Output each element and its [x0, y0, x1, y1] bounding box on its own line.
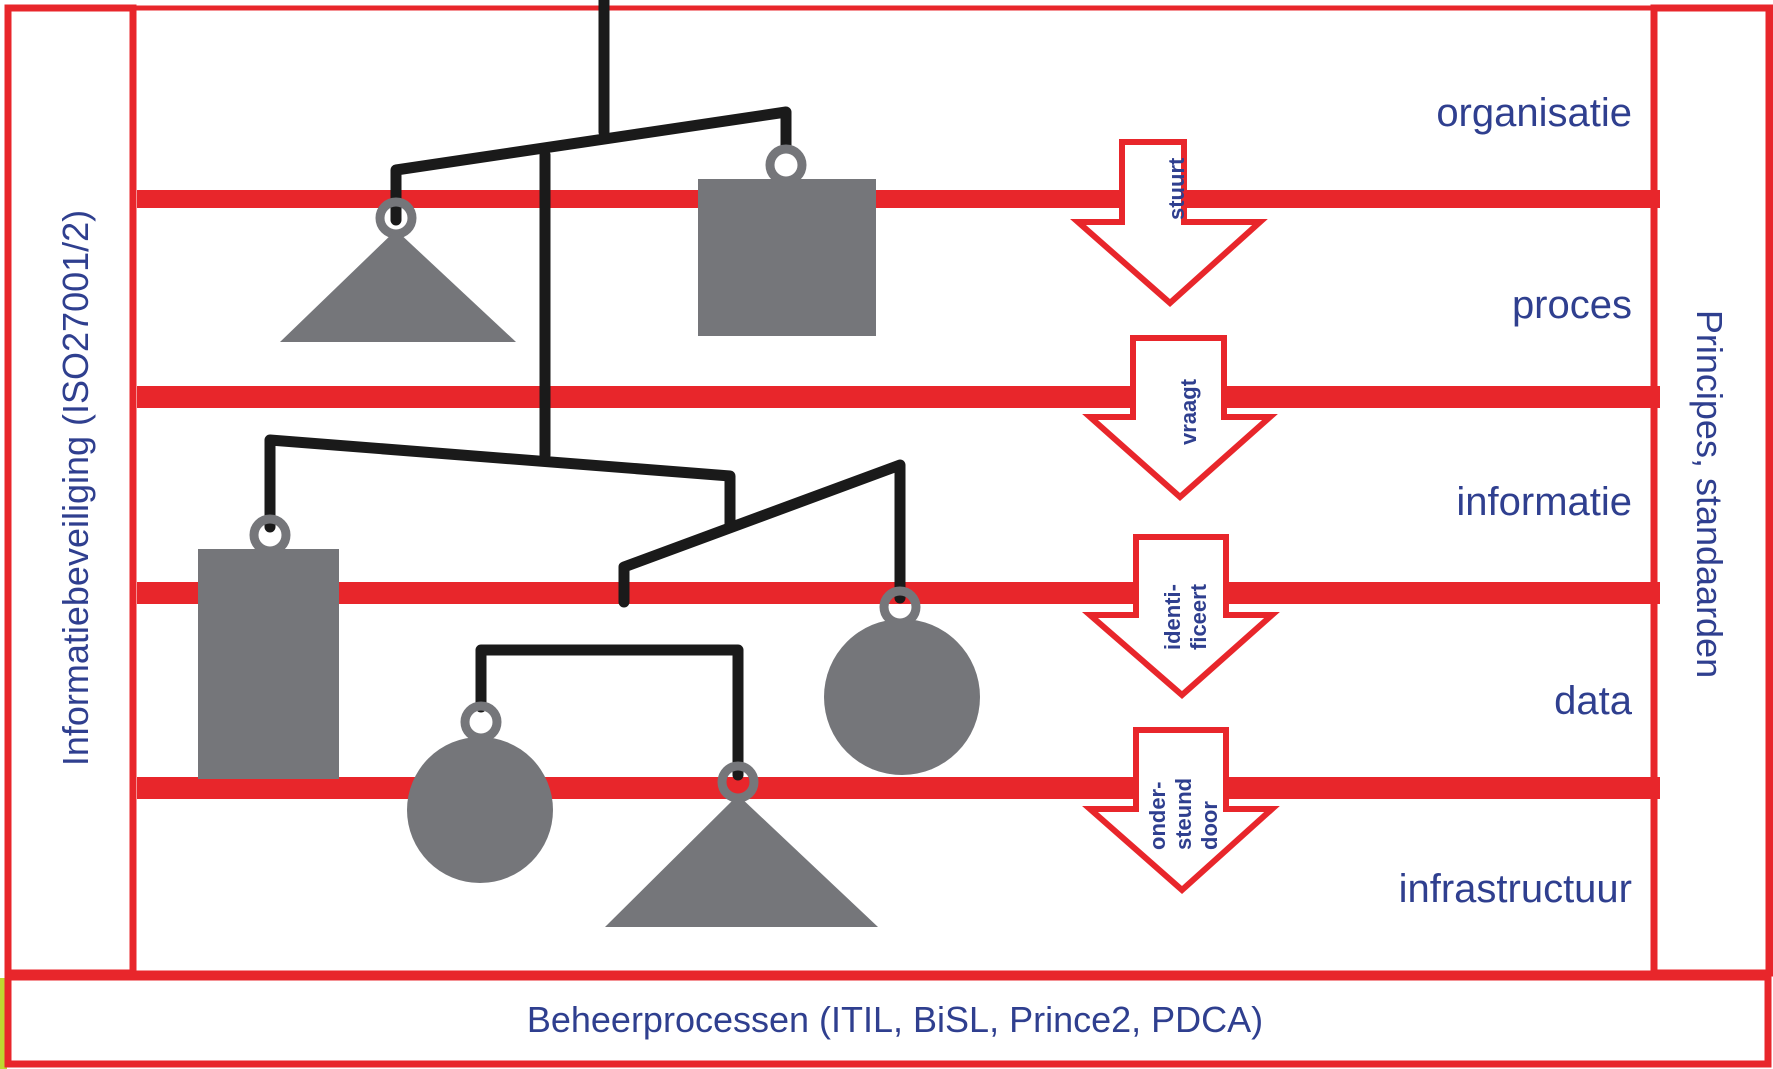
- mobile-wires: [264, 0, 906, 781]
- triangle-shape: [605, 795, 878, 927]
- circle-shape: [824, 619, 980, 775]
- accent-bar: [0, 978, 7, 1069]
- arrow-label-ondersteund-door: onder- steund door: [1145, 772, 1222, 850]
- arrow-label-vraagt: vraagt: [1176, 378, 1201, 445]
- arrow-shape: [1081, 534, 1280, 699]
- bottom-band-border: [4, 970, 1772, 1068]
- right-side-label: Principes, standaarden: [1689, 310, 1730, 678]
- layer-label-infrastructuur: infrastructuur: [1399, 867, 1632, 911]
- rectangle-shape: [198, 549, 339, 779]
- arrows: [1070, 139, 1280, 895]
- square-shape: [698, 179, 876, 336]
- layer-label-informatie: informatie: [1456, 480, 1632, 524]
- bottom-label: Beheerprocessen (ITIL, BiSL, Prince2, PD…: [527, 999, 1263, 1040]
- circle-shape: [407, 737, 553, 883]
- arrow-shape: [1082, 335, 1278, 502]
- left-side-label: Informatiebeveiliging (ISO27001/2): [55, 210, 96, 766]
- layer-separator: [137, 190, 1660, 208]
- layer-separator: [137, 777, 1660, 799]
- arrow-shape: [1082, 727, 1280, 895]
- layer-label-data: data: [1554, 679, 1633, 723]
- arrow-label-stuurt: stuurt: [1164, 157, 1189, 220]
- triangle-shape: [280, 230, 516, 342]
- arrow-label-identificeert: identi- ficeert: [1160, 578, 1211, 650]
- layer-label-proces: proces: [1512, 283, 1632, 327]
- layer-separator: [137, 386, 1660, 408]
- layer-label-organisatie: organisatie: [1436, 91, 1632, 135]
- arrow-shape: [1070, 139, 1268, 308]
